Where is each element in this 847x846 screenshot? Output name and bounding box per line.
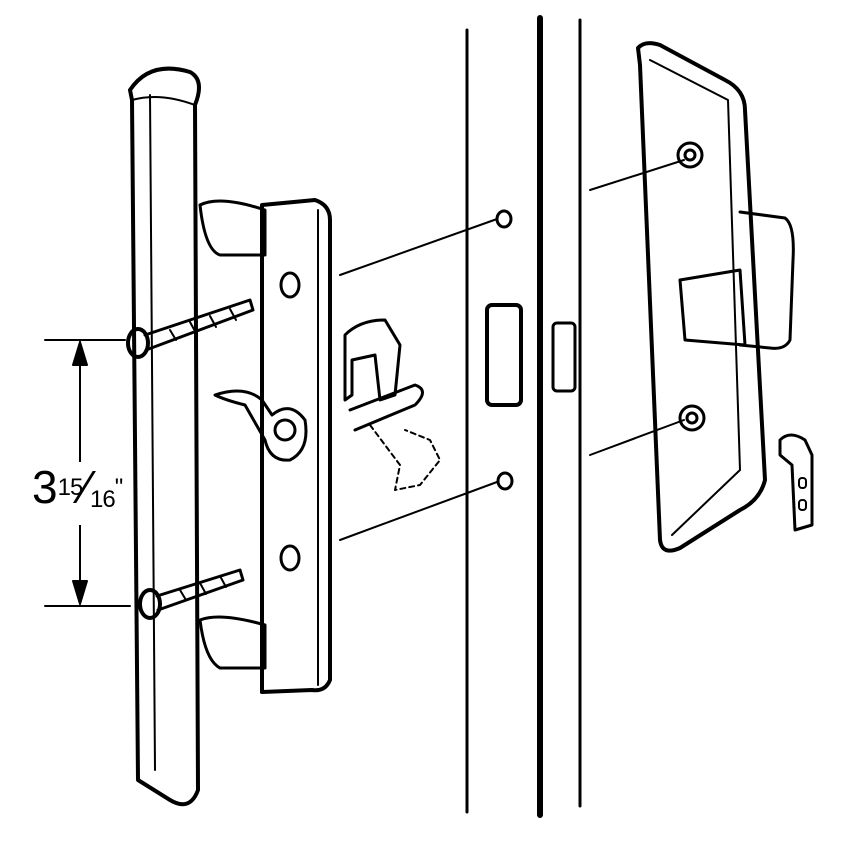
door-cutouts (485, 209, 577, 491)
dimension-whole: 3 (32, 461, 58, 513)
latch-hook (343, 318, 441, 491)
dimension-unit: " (114, 474, 123, 501)
screw-bottom (138, 568, 245, 620)
inside-escutcheon (636, 41, 795, 553)
thumb-lever (213, 389, 308, 462)
handle-mounting-plate (260, 198, 332, 694)
dimension-label: 315⁄16" (30, 461, 125, 525)
keeper-clip (778, 433, 814, 532)
dimension-slash: ⁄ (82, 461, 90, 513)
screw-top (126, 298, 255, 359)
door-edge-lines (465, 15, 582, 818)
pull-handle-bar (128, 66, 267, 807)
alignment-lines (339, 159, 685, 541)
dimension-denominator: 16 (89, 486, 116, 513)
dimension-numerator: 15 (57, 474, 84, 501)
